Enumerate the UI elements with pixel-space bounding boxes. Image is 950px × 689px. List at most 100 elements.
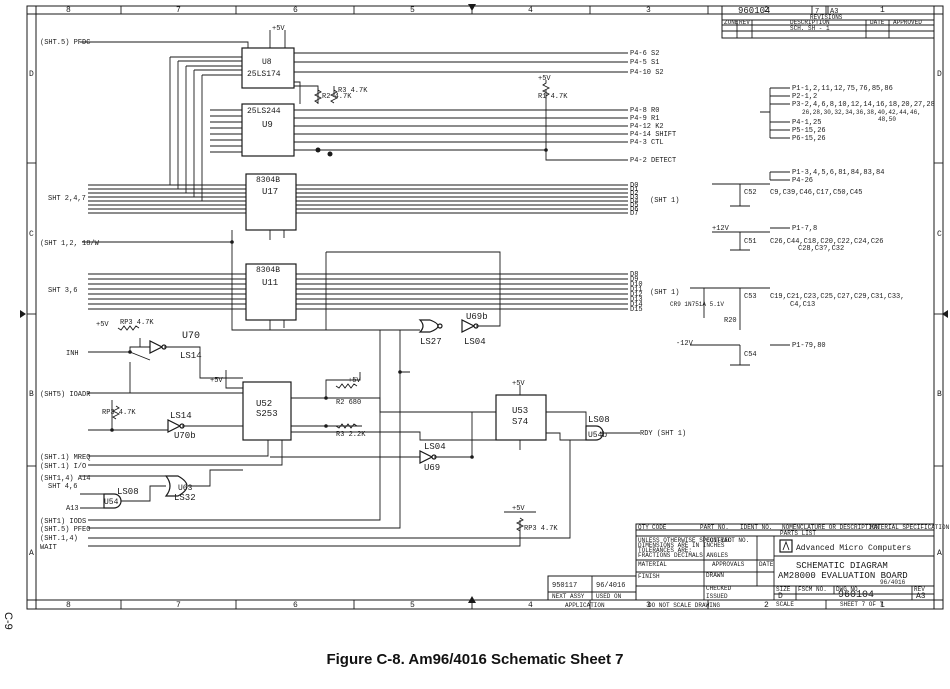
power-note: C19,C21,C23,C25,C27,C29,C31,C33,: [770, 293, 904, 301]
power-label: +5V: [210, 377, 223, 385]
inverter-u70b: [167, 419, 182, 433]
hdr-part: PART NO.: [700, 524, 729, 531]
rev-hdr: REV: [739, 19, 750, 26]
title-line1: SCHEMATIC DIAGRAM: [796, 561, 888, 571]
company-name: Advanced Micro Computers: [796, 544, 911, 553]
bus-ref: (SHT 1): [650, 197, 679, 205]
power-label: +5V: [512, 505, 525, 513]
gate-u70b-id: U70b: [174, 431, 196, 441]
sheet-ref: SHT 4,6: [48, 483, 77, 491]
col-label: 3: [646, 6, 651, 15]
res-label: R1 4.7K: [538, 93, 568, 101]
row-label: D: [29, 70, 34, 79]
signal-a13: A13: [66, 505, 79, 513]
revisions-label: REVISIONS: [810, 14, 843, 21]
hdr-nomen: NOMENCLATURE OR DESCRIPTION: [782, 524, 880, 531]
and-gate-u54b: [585, 425, 604, 441]
power-panel-wiring: [690, 87, 790, 366]
gate-u69-part: LS04: [424, 442, 446, 452]
col-label: 6: [293, 6, 298, 15]
bus-d0: D0: [630, 182, 638, 190]
inverter-u69: [419, 450, 434, 464]
connector-label: P4-5 S1: [630, 59, 659, 67]
chip-u9-id: U9: [262, 120, 273, 130]
signal-pfdc: (SHT.5) PFDC: [40, 39, 90, 47]
bus-d13: D13: [630, 296, 643, 304]
row-label: A: [937, 549, 942, 558]
chip-u53-id: U53: [512, 406, 528, 416]
res-label: R2 4.7K: [322, 93, 352, 101]
scale-hdr: SCALE: [776, 601, 794, 608]
col-label: 5: [410, 601, 415, 610]
row-label: A: [29, 549, 34, 558]
used-on: 96/4016: [596, 582, 625, 590]
bus-d14: D14: [630, 301, 643, 309]
or-gate-u63: [164, 475, 188, 497]
hdr-material: MATERIAL SPECIFICATION: [870, 524, 950, 531]
parts-list: PARTS LIST: [780, 530, 816, 537]
chip-u53-part: S74: [512, 417, 528, 427]
rev-hdr: DATE: [870, 19, 885, 26]
gate-u54b-id: U54b: [588, 431, 607, 440]
title-size: D: [778, 592, 783, 601]
row-label: D: [937, 70, 942, 79]
do-not-scale: DO NOT SCALE DRAWING: [648, 602, 720, 609]
chip-u11-id: U11: [262, 278, 278, 288]
power-note: C52: [744, 189, 757, 197]
rdy-label: RDY (SHT 1): [640, 430, 686, 438]
figure-caption: Figure C-8. Am96/4016 Schematic Sheet 7: [326, 651, 624, 668]
col-label: 8: [66, 6, 71, 15]
signal-pfeo: (SHT.5) PFEO: [40, 526, 90, 534]
date-hdr: DATE: [759, 561, 774, 568]
connector-label: P4-6 S2: [630, 50, 659, 58]
connector-label: P4-14 SHIFT: [630, 131, 676, 139]
connector-label: P4-2 DETECT: [630, 157, 676, 165]
chip-u9: [241, 103, 295, 157]
power-label: +5V: [512, 380, 525, 388]
res-label: R3 2.2K: [336, 431, 366, 439]
wiring: [80, 30, 640, 547]
rev-dwg-no: 960104: [738, 6, 770, 16]
power-note: C53: [744, 293, 757, 301]
power-label: -12V: [676, 340, 694, 348]
used-on-hdr: USED ON: [596, 593, 622, 600]
material: MATERIAL: [638, 561, 667, 568]
issued: ISSUED: [706, 593, 728, 600]
bus-d3: D3: [630, 194, 638, 202]
bus-d2: D2: [630, 190, 638, 198]
note: UNLESS OTHERWISE SPECIFIED: [638, 537, 732, 544]
power-note: 48,50: [878, 116, 896, 123]
bus-d4: D4: [630, 198, 638, 206]
power-note: P1-1,2,11,12,75,76,85,86: [792, 85, 893, 93]
row-label: B: [29, 390, 34, 399]
rev-hdr: APPROVED: [893, 19, 922, 26]
rev-sheet: 7: [815, 8, 819, 16]
row-label: B: [937, 390, 942, 399]
approvals: APPROVALS: [712, 561, 745, 568]
connector-label: P4-12 K2: [630, 123, 664, 131]
power-note: P6-15,26: [792, 135, 826, 143]
bus-d12: D12: [630, 291, 643, 299]
col-label: 2: [764, 6, 769, 15]
power-note: C54: [744, 351, 757, 359]
sheet-ref: SHT 3,6: [48, 287, 77, 295]
contract-no: CONTRACT NO.: [706, 537, 749, 544]
row-label: C: [937, 230, 942, 239]
signal-ioadr: (SHT5) IOADR: [40, 391, 91, 399]
chip-u11: [245, 263, 297, 321]
col-label: 6: [293, 601, 298, 610]
title-line2: AM28000 EVALUATION BOARD: [778, 571, 908, 581]
note: DIMENSIONS ARE IN INCHES: [638, 542, 725, 549]
power-label: +5V: [272, 25, 285, 33]
gate-u70-id: U70: [182, 331, 200, 342]
power-note: R20: [724, 317, 737, 325]
column-ticks: [27, 6, 943, 609]
page-number: C-9: [2, 612, 14, 630]
rev-hdr: ZONE: [724, 19, 739, 26]
chip-u53: [495, 394, 547, 441]
signal-wait: WAIT: [40, 544, 57, 552]
revision-block: 960104 7 A3 REVISIONS ZONE REV DESCRIPTI…: [721, 5, 935, 39]
signal-iods: (SHT1) IODS: [40, 518, 86, 526]
chip-u52: [242, 381, 292, 441]
connector-label: P4-8 R0: [630, 107, 659, 115]
